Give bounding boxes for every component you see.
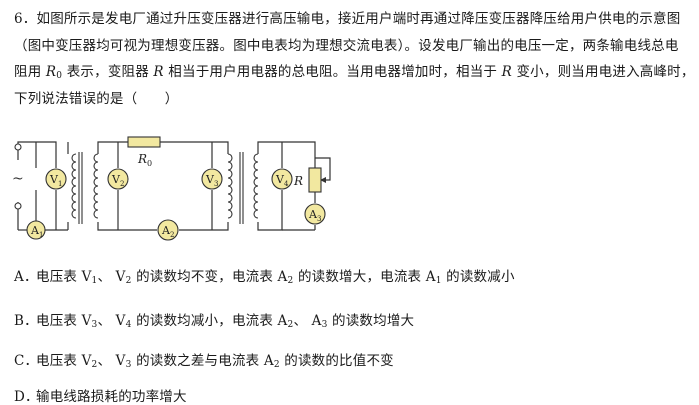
r-label: R — [293, 174, 303, 188]
svg-text:V3: V3 — [205, 173, 218, 188]
meter-a2: A2 — [157, 219, 179, 241]
option-d[interactable]: D．输电线路损耗的功率增大 — [14, 389, 187, 405]
meter-v3: V3 — [201, 168, 223, 190]
terminal-bottom-icon — [14, 202, 22, 210]
meter-a1: A1 — [26, 220, 46, 240]
circuit-diagram: ~ R0 R V1 A1 V2 A2 V3 V4 — [12, 136, 331, 241]
question-line-1: 6．如图所示是发电厂通过升压变压器进行高压输电，接近用户端时再通过降压变压器降压… — [14, 11, 681, 27]
rheostat-r — [308, 167, 322, 193]
option-b[interactable]: B．电压表 V3、 V4 的读数均减小，电流表 A2、 A3 的读数均增大 — [14, 313, 415, 330]
slider-arrow-icon — [320, 177, 326, 183]
question-line-3: 阻用 R0 表示，变阻器 R 相当于用户用电器的总电阻。当用电器增加时，相当于 … — [14, 64, 695, 82]
meter-v4: V4 — [271, 168, 293, 190]
meter-v1: V1 — [45, 168, 67, 190]
meter-v2: V2 — [107, 168, 129, 190]
svg-text:A2: A2 — [161, 224, 174, 239]
resistor-r0 — [127, 136, 161, 148]
question-stem: 6．如图所示是发电厂通过升压变压器进行高压输电，接近用户端时再通过降压变压器降压… — [14, 6, 695, 112]
svg-text:A3: A3 — [308, 208, 321, 223]
step-up-transformer-icon — [71, 152, 99, 224]
svg-text:V1: V1 — [49, 173, 62, 188]
svg-text:A1: A1 — [30, 224, 43, 239]
ac-source-symbol: ~ — [12, 171, 24, 187]
svg-text:V4: V4 — [275, 173, 289, 188]
question-line-2: （图中变压器均可视为理想变压器。图中电表均为理想交流电表）。设发电厂输出的电压一… — [14, 37, 679, 54]
option-a[interactable]: A．电压表 V1、 V2 的读数均不变，电流表 A2 的读数增大，电流表 A1 … — [14, 269, 515, 286]
step-down-transformer-icon — [227, 152, 259, 224]
question-number: 6． — [14, 11, 37, 27]
terminal-top-icon — [14, 143, 22, 151]
question-line-4: 下列说法错误的是（ ） — [14, 90, 179, 107]
r0-label: R0 — [137, 152, 152, 168]
meter-a3: A3 — [304, 203, 326, 225]
option-c[interactable]: C．电压表 V2、 V3 的读数之差与电流表 A2 的读数的比值不变 — [14, 353, 394, 370]
circuit-wires — [17, 141, 331, 231]
svg-text:V2: V2 — [111, 173, 124, 188]
